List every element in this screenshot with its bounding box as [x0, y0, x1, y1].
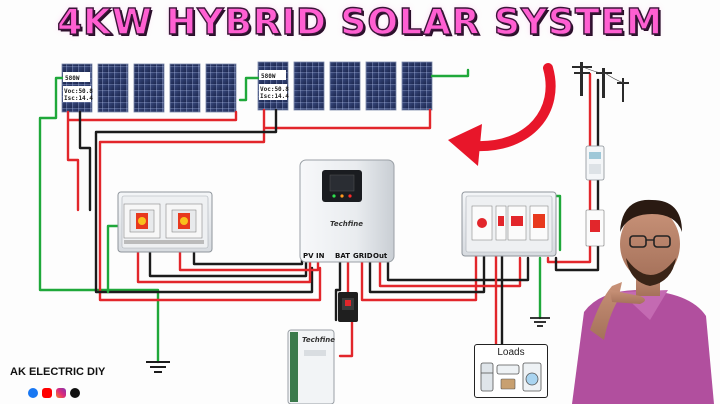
battery-brand: Techfine [302, 336, 335, 344]
fridge-icon [480, 362, 494, 392]
instagram-icon[interactable] [56, 388, 66, 398]
solar-panel [329, 61, 361, 111]
panel-voc-label: Voc:50.8 [260, 86, 289, 93]
page-title: 4KW HYBRID SOLAR SYSTEM [56, 1, 663, 43]
terminal-out: Out [373, 252, 388, 260]
solar-panel [133, 63, 165, 113]
presenter-figure [572, 199, 714, 404]
ac-breaker [495, 205, 507, 241]
loads-panel: Loads [474, 344, 548, 398]
ac-breaker [471, 205, 493, 241]
solar-panel [365, 61, 397, 111]
grid-breaker [585, 209, 605, 247]
loads-appliances [480, 362, 542, 392]
terminal-bat: BAT [335, 252, 350, 260]
surge-protector [529, 205, 549, 241]
loads-label: Loads [497, 347, 525, 358]
status-led [332, 194, 336, 198]
dc-isolator-switch [165, 203, 203, 239]
battery-dc-breaker [338, 292, 358, 322]
earth-ground-symbol [530, 317, 550, 327]
inverter-brand: Techfine [330, 220, 363, 228]
facebook-icon[interactable] [28, 388, 38, 398]
solar-panel [293, 61, 325, 111]
panel-voc-label: Voc:50.8 [64, 88, 93, 95]
washing-machine-icon [522, 362, 542, 392]
tiktok-icon[interactable] [70, 388, 80, 398]
changeover-switch [507, 205, 527, 241]
status-led [348, 194, 352, 198]
panel-spec-label-bg [259, 70, 286, 80]
panel-spec-label-bg [63, 86, 91, 102]
solar-panel [169, 63, 201, 113]
youtube-icon[interactable] [42, 388, 52, 398]
terminal-pv-in: PV IN [303, 252, 325, 260]
channel-credit: AK ELECTRIC DIY [10, 366, 106, 378]
ac-distribution-box [461, 191, 557, 257]
terminal-grid: GRID [353, 252, 373, 260]
solar-panel [97, 63, 129, 113]
panel-spec-label-bg [63, 72, 90, 82]
dc-isolator-switch [123, 203, 161, 239]
social-icons [28, 388, 80, 398]
inverter-lcd [329, 174, 355, 192]
energy-meter [585, 145, 605, 181]
air-conditioner-icon [496, 364, 520, 390]
utility-pole [572, 62, 629, 102]
lithium-battery: Techfine [287, 329, 335, 404]
dc-combiner-box [117, 191, 213, 253]
dc-wiring [38, 68, 600, 364]
panel-watt-label: 580W [261, 73, 276, 80]
status-led [340, 194, 344, 198]
panel-isc-label: Isc:14.4 [260, 93, 289, 100]
solar-panel [205, 63, 237, 113]
panel-watt-label: 580W [65, 75, 80, 82]
panel-spec-label-bg [259, 84, 287, 100]
earth-ground-symbol [146, 361, 170, 373]
solar-panel [401, 61, 433, 111]
solar-string-2: 580W Voc:50.8 Isc:14.4 [257, 61, 433, 111]
curved-arrow-icon [448, 63, 556, 166]
panel-isc-label: Isc:14.4 [64, 95, 93, 102]
solar-string-1: 580W Voc:50.8 Isc:14.4 [61, 63, 237, 113]
hybrid-inverter: Techfine PV IN BAT GRID Out [299, 159, 395, 263]
